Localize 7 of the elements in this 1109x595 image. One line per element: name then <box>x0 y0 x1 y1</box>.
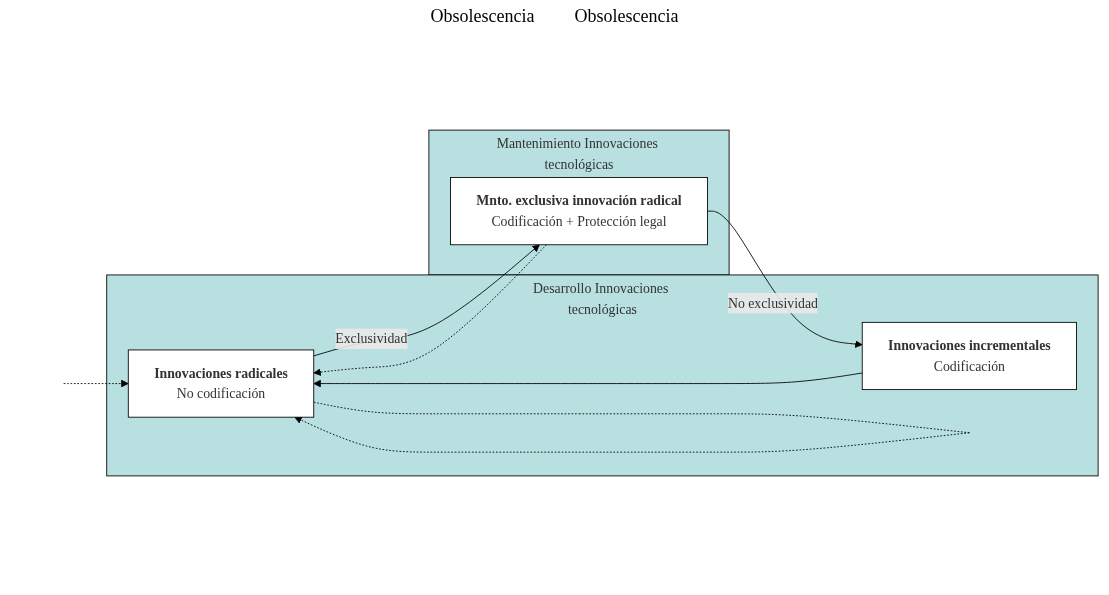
node-box: Innovaciones radicales No codificación <box>127 349 314 418</box>
annotation-label: Obsolescencia <box>430 6 535 27</box>
edge-label: No exclusividad <box>727 295 818 311</box>
node-box: Mnto. exclusiva innovación radical Codificación + Protección legal <box>449 177 708 246</box>
annotation-label: Obsolescencia <box>574 6 679 27</box>
edge-label: Exclusividad <box>334 330 407 346</box>
node-box: Innovaciones incrementales Codificación <box>861 321 1077 391</box>
